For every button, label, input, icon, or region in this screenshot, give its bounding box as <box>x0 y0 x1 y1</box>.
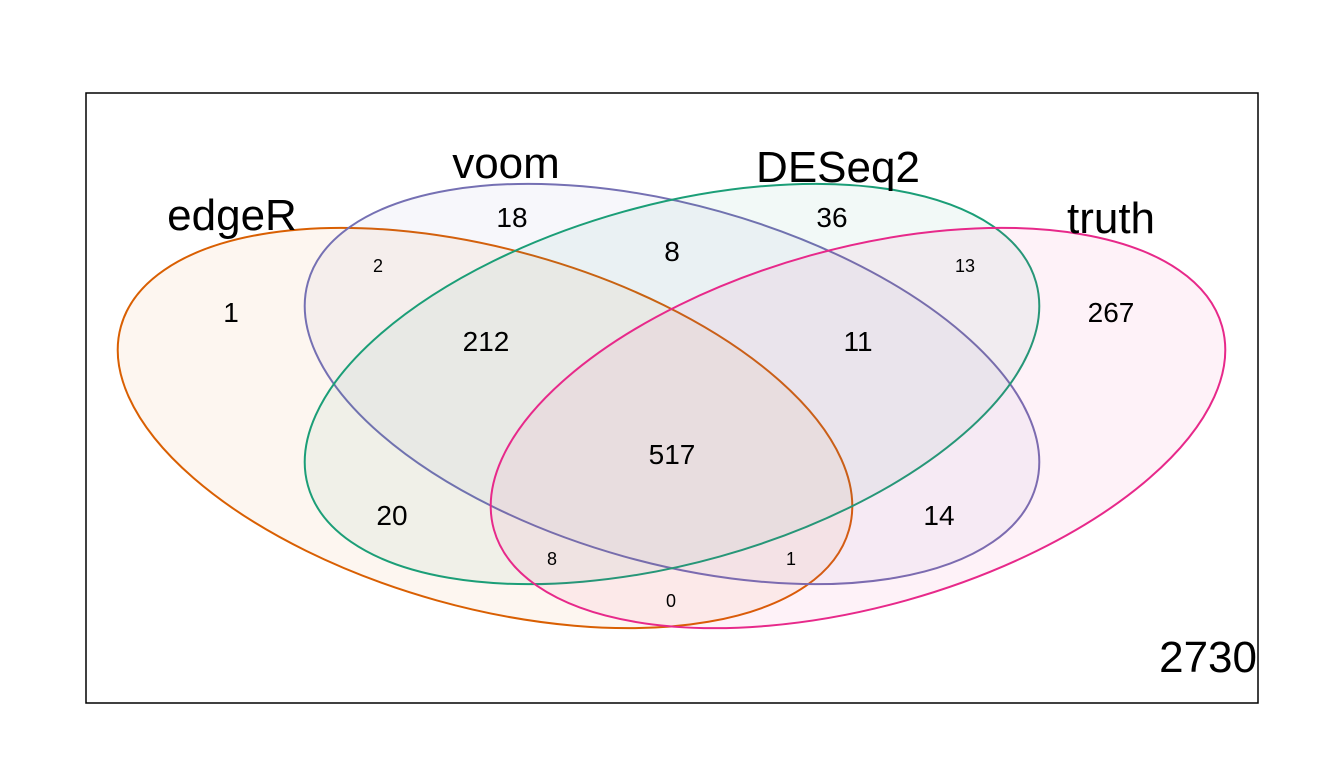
set-label-edgeR: edgeR <box>167 191 297 240</box>
region-DESeq2-truth: 13 <box>955 256 975 276</box>
region-voom-DESeq2-truth: 11 <box>843 326 872 357</box>
region-none: 2730 <box>1159 633 1257 682</box>
ellipse-DESeq2 <box>303 182 1041 586</box>
plot-border <box>85 92 1259 704</box>
region-edgeR-truth: 0 <box>666 591 676 611</box>
region-DESeq2-only: 36 <box>816 202 847 233</box>
set-label-truth: truth <box>1067 194 1155 243</box>
set-label-DESeq2: DESeq2 <box>756 143 920 192</box>
region-edgeR-only: 1 <box>223 297 239 328</box>
ellipse-voom <box>303 182 1041 586</box>
region-voom-only: 18 <box>496 202 527 233</box>
region-edgeR-voom-DESeq2: 212 <box>463 326 510 357</box>
region-edgeR-voom: 2 <box>373 256 383 276</box>
region-voom-truth: 14 <box>923 500 954 531</box>
region-edgeR-voom-truth: 1 <box>786 549 796 569</box>
region-edgeR-DESeq2-truth: 8 <box>547 549 557 569</box>
region-truth-only: 267 <box>1088 297 1135 328</box>
set-label-voom: voom <box>452 139 560 188</box>
region-edgeR-DESeq2: 20 <box>376 500 407 531</box>
ellipse-edgeR <box>116 226 854 630</box>
ellipse-truth <box>489 226 1227 630</box>
region-voom-DESeq2: 8 <box>664 236 680 267</box>
region-all: 517 <box>649 439 696 470</box>
